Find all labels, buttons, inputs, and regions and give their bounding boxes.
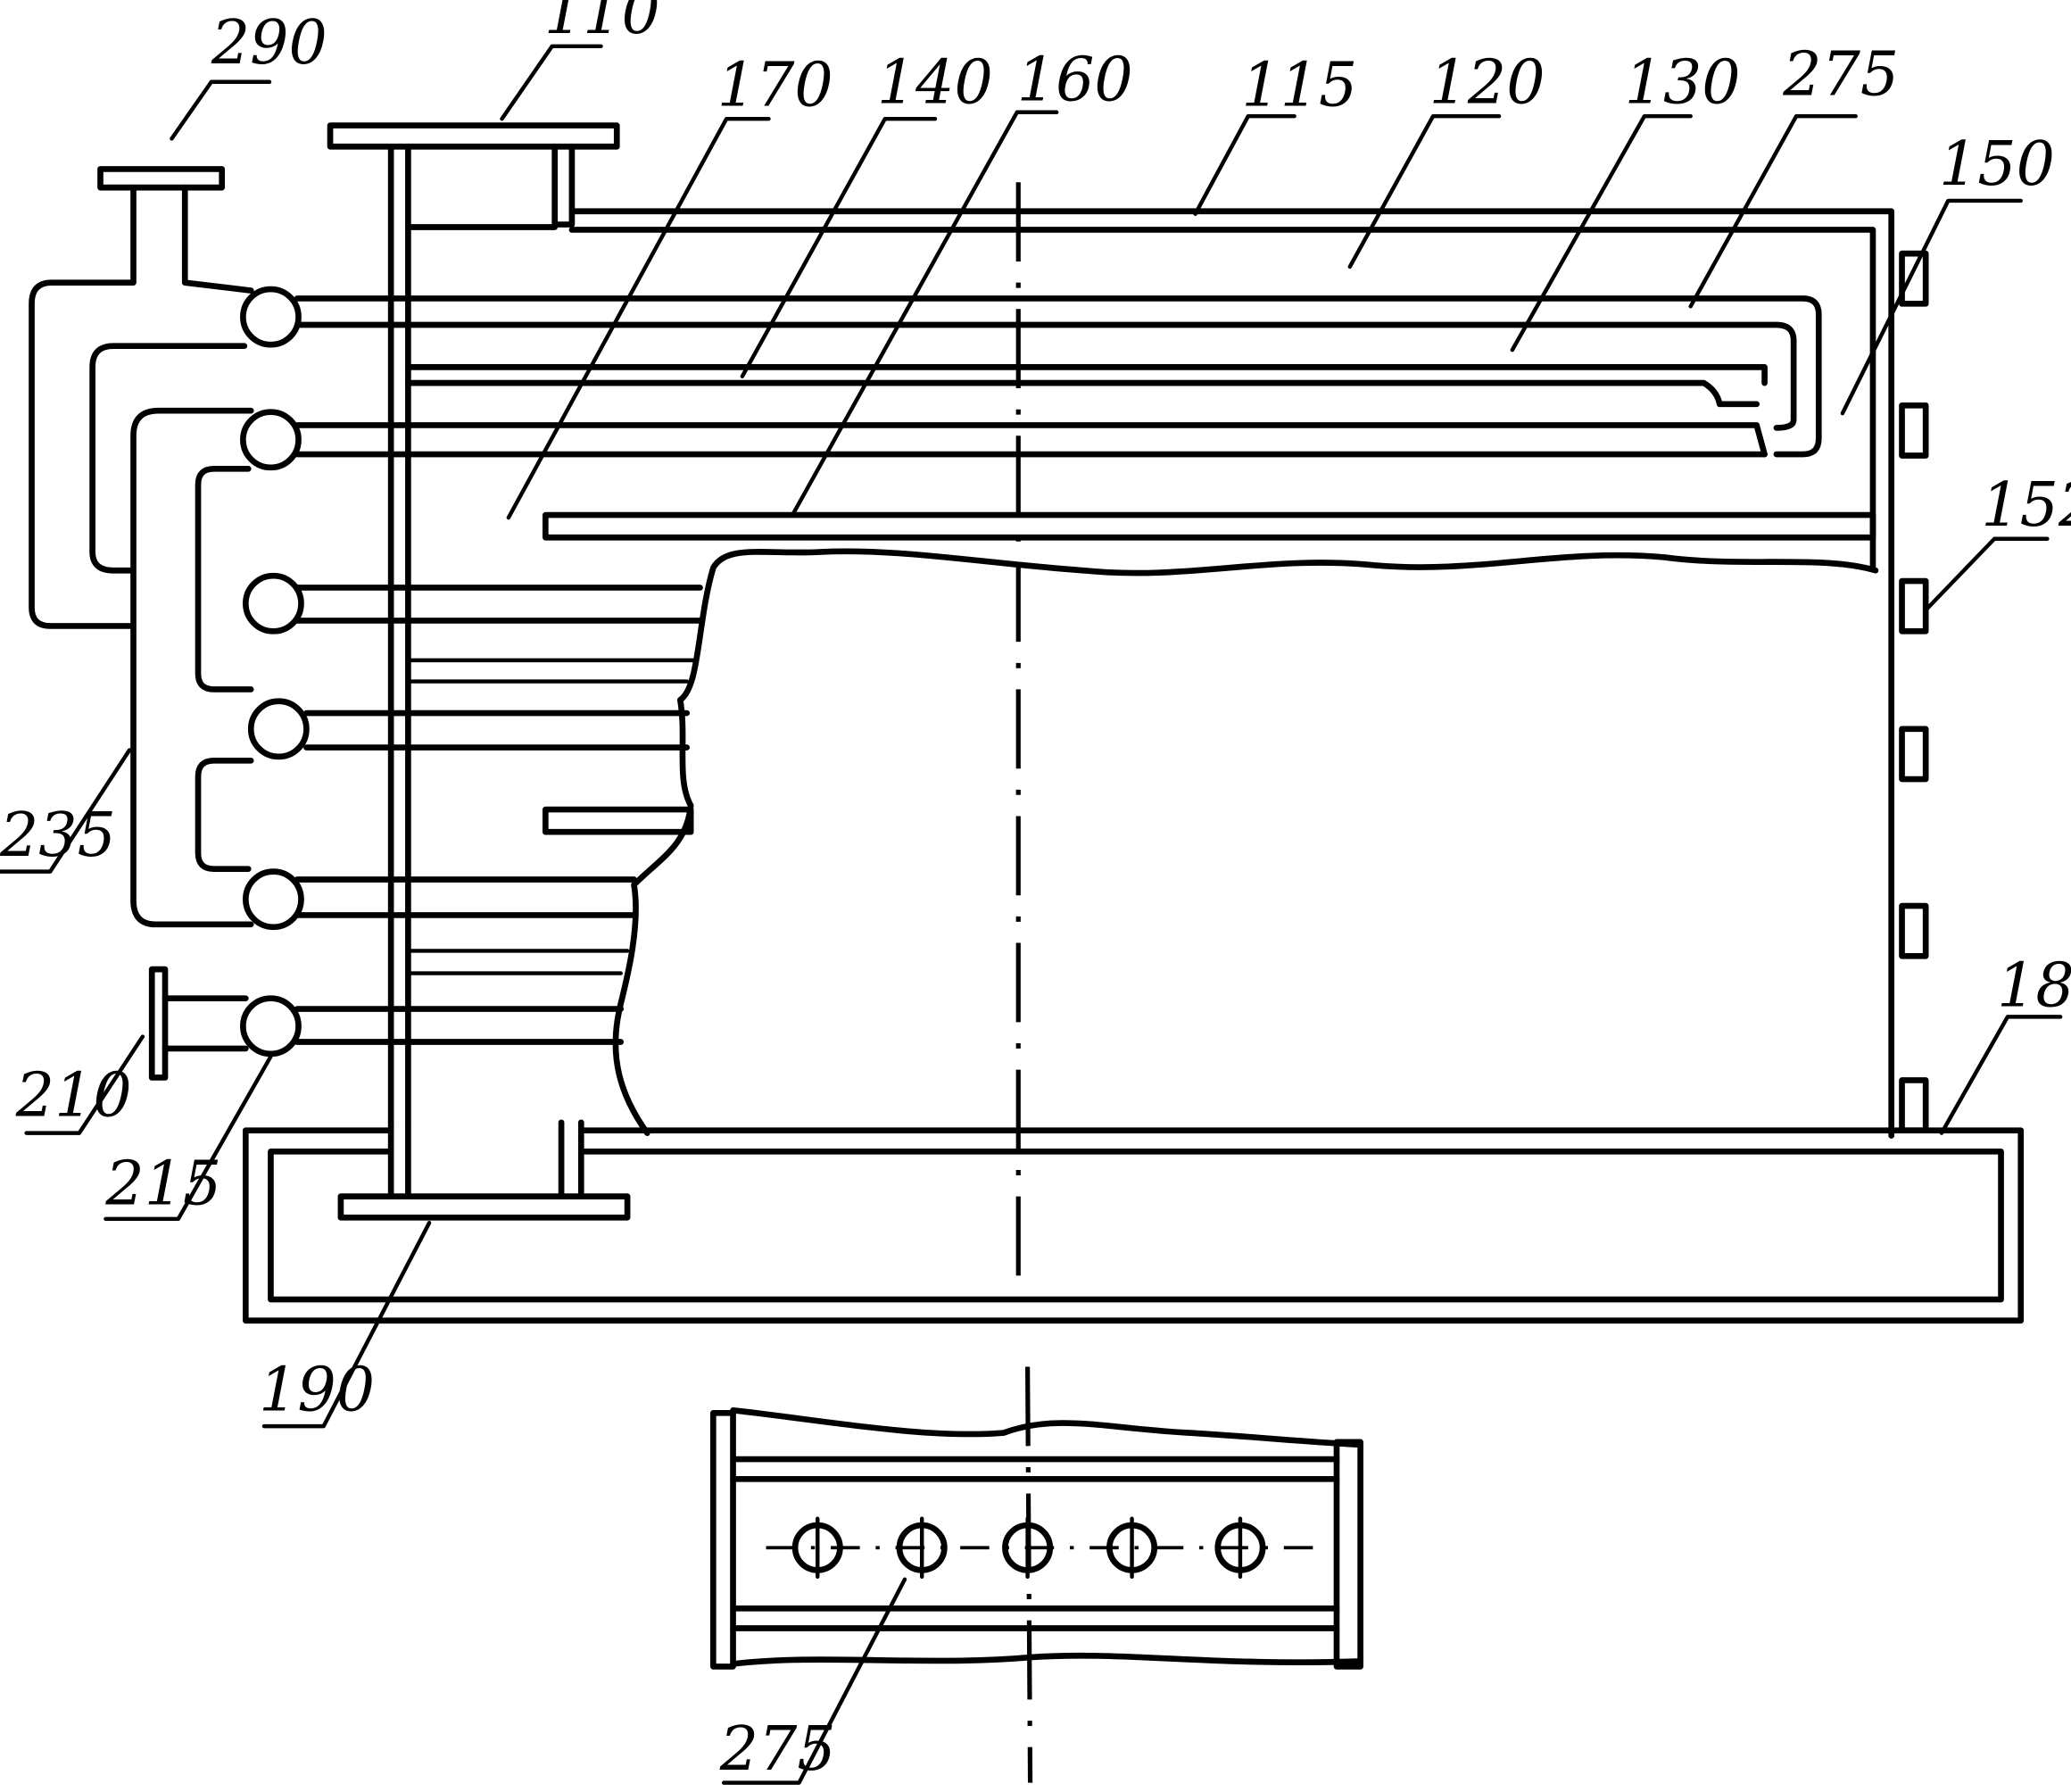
cutaway-edge <box>612 548 1879 1136</box>
label-130: 130 <box>1625 47 1741 118</box>
label-275-detail: 275 <box>719 1714 836 1785</box>
header-tubes <box>240 286 703 1058</box>
label-140: 140 <box>877 47 993 118</box>
baffle-plate <box>543 511 1876 835</box>
header-pipe <box>130 407 254 928</box>
label-275-top: 275 <box>1782 40 1899 111</box>
label-150: 150 <box>1939 129 2055 200</box>
label-290: 290 <box>211 8 327 79</box>
label-180: 180 <box>1997 951 2071 1022</box>
top-inlet-flange <box>327 122 1895 1139</box>
label-235: 235 <box>0 801 116 871</box>
label-215: 215 <box>104 1149 221 1220</box>
leader-lines <box>0 44 2063 1785</box>
shell-studs <box>1899 250 1929 1133</box>
u-tube-bundle <box>294 295 1822 458</box>
label-210: 210 <box>15 1060 132 1131</box>
center-line <box>1015 182 1033 1783</box>
inlet-nozzle <box>148 966 249 1081</box>
label-170: 170 <box>717 50 833 120</box>
detail-view <box>709 1407 1363 1670</box>
label-120: 120 <box>1429 47 1545 118</box>
label-190: 190 <box>259 1355 375 1425</box>
label-110: 110 <box>544 0 660 48</box>
steam-outlet-nozzle <box>29 166 254 629</box>
base-frame <box>242 1119 2025 1324</box>
label-115: 115 <box>1241 50 1357 120</box>
label-152: 152 <box>1981 470 2071 541</box>
label-160: 160 <box>1017 45 1133 115</box>
